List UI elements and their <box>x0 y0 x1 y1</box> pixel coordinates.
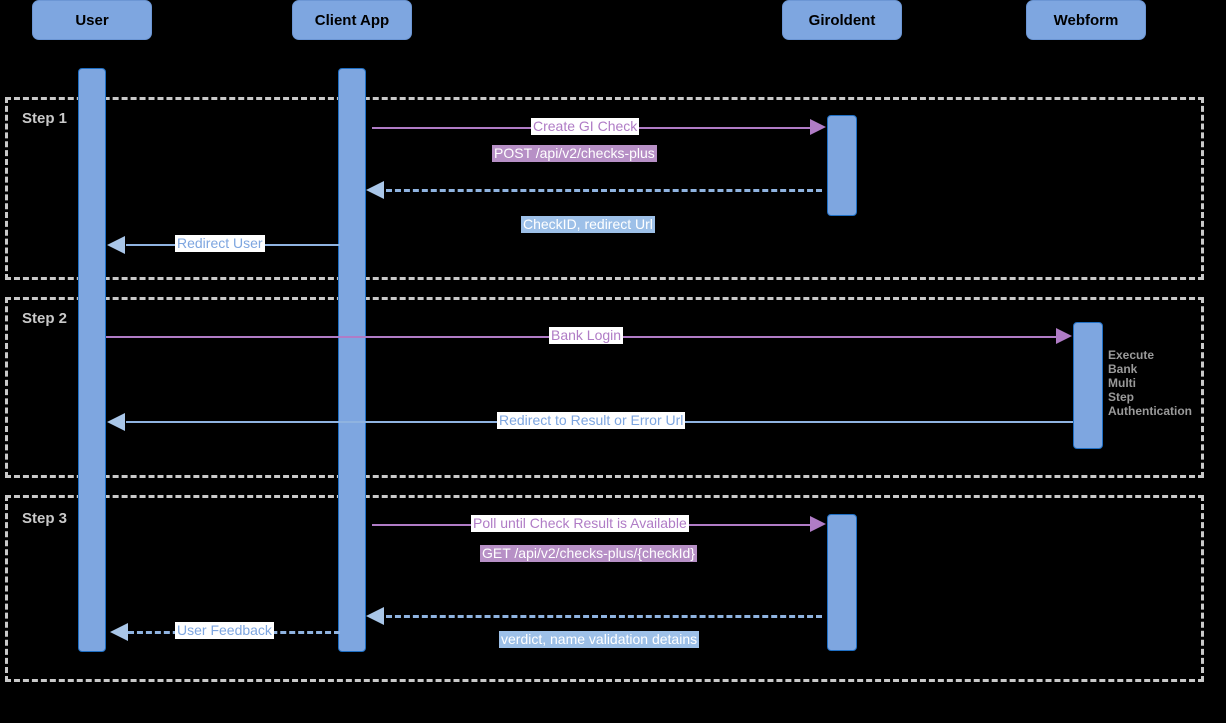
lifeline-client-app <box>338 68 366 652</box>
step-3-label: Step 3 <box>22 510 68 527</box>
lifeline-webform-step2 <box>1073 322 1103 449</box>
message-label-post-checks-plus: POST /api/v2/checks-plus <box>492 145 657 162</box>
participant-client-app[interactable]: Client App <box>292 0 412 40</box>
arrow-head-bank-login-icon <box>1056 328 1072 344</box>
lifeline-giroldent-step3 <box>827 514 857 651</box>
message-label-bank-login: Bank Login <box>549 327 624 344</box>
participant-webform[interactable]: Webform <box>1026 0 1146 40</box>
arrow-checkid-redirect-url <box>386 189 822 192</box>
message-label-poll-until-check-result: Poll until Check Result is Available <box>471 515 689 532</box>
arrow-head-verdict-name-validation-icon <box>366 607 384 625</box>
participant-user[interactable]: User <box>32 0 152 40</box>
message-label-redirect-user: Redirect User <box>175 235 265 252</box>
arrow-head-checkid-redirect-url-icon <box>366 181 384 199</box>
arrow-verdict-name-validation <box>386 615 822 618</box>
step-frame-2 <box>5 297 1204 478</box>
participant-user-label: User <box>75 11 109 29</box>
lifeline-giroldent-step1 <box>827 115 857 216</box>
participant-webform-label: Webform <box>1053 11 1119 29</box>
arrow-head-user-feedback-icon <box>110 623 128 641</box>
message-label-create-gi-check: Create GI Check <box>531 118 640 135</box>
step-frame-1 <box>5 97 1204 280</box>
arrow-head-create-gi-check-icon <box>810 119 826 135</box>
message-label-redirect-to-result-or-error-url: Redirect to Result or Error Url <box>497 412 686 429</box>
arrow-head-redirect-to-result-icon <box>107 413 125 431</box>
arrow-head-redirect-user-icon <box>107 236 125 254</box>
lifeline-user <box>78 68 106 652</box>
participant-giroldent[interactable]: Giroldent <box>782 0 902 40</box>
note-webform-activity: Execute Bank Multi Step Authentication <box>1108 348 1192 418</box>
step-2-label: Step 2 <box>22 310 68 327</box>
message-label-checkid-redirect-url: CheckID, redirect Url <box>521 216 655 233</box>
message-label-get-checks-plus-checkid: GET /api/v2/checks-plus/{checkId} <box>480 545 697 562</box>
message-label-verdict-name-validation: verdict, name validation detains <box>499 631 700 648</box>
message-label-user-feedback: User Feedback <box>175 622 274 639</box>
participant-giroldent-label: Giroldent <box>808 11 876 29</box>
step-1-label: Step 1 <box>22 110 68 127</box>
arrow-head-poll-until-check-result-icon <box>810 516 826 532</box>
step-frame-3 <box>5 495 1204 682</box>
participant-client-app-label: Client App <box>314 11 390 29</box>
